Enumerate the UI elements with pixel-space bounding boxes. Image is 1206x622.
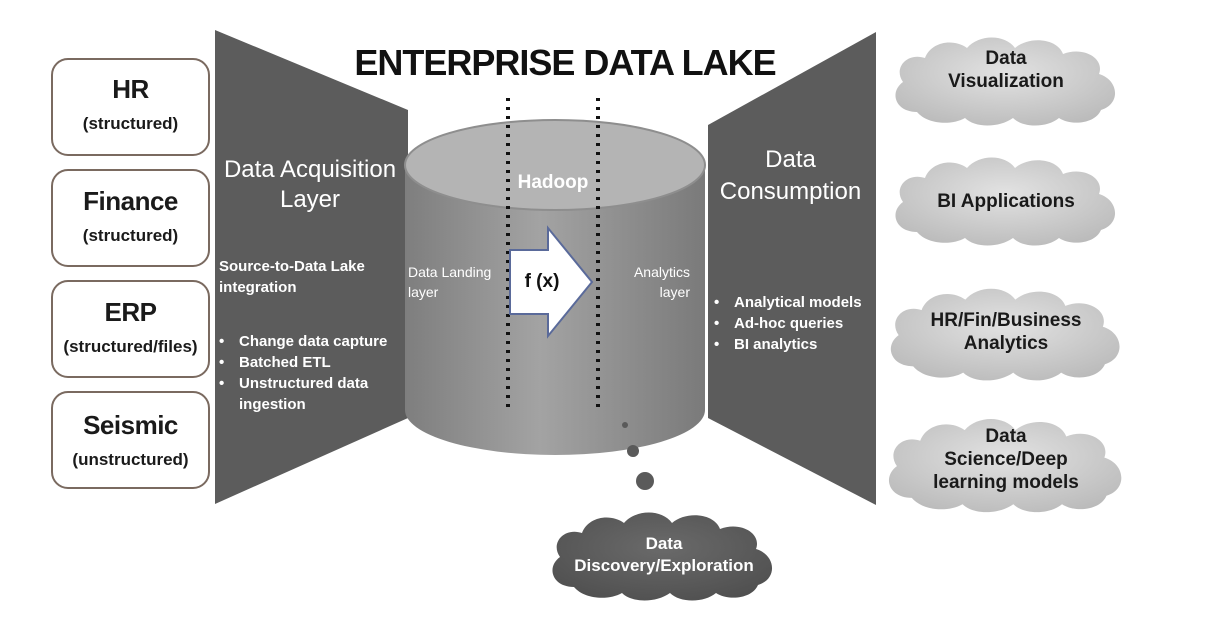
landing-layer-label: Data Landing layer	[408, 262, 491, 302]
bubble-small-icon	[622, 422, 628, 428]
source-erp-name: ERP	[104, 297, 157, 327]
consumption-title-line1: Data	[765, 146, 816, 173]
analytics-layer-label: Analytics layer	[615, 262, 690, 302]
cloud-discovery-text: Data Discovery/Exploration	[548, 533, 780, 577]
source-box-erp	[51, 280, 210, 378]
source-box-hr	[51, 58, 210, 156]
hadoop-label: Hadoop	[517, 172, 589, 193]
acquisition-bullet-change-data-capture: Change data capture	[215, 331, 387, 352]
source-box-finance	[51, 169, 210, 267]
cloud-science-line2: Science/Deep	[944, 449, 1068, 470]
landing-layer-line1: Data Landing	[408, 264, 492, 280]
consumption-title-line2: Consumption	[719, 178, 862, 205]
analytics-layer-line2: layer	[659, 284, 690, 300]
source-hr-name: HR	[112, 74, 149, 104]
consumption-bullet-analytical-models: Analytical models	[710, 292, 862, 313]
cloud-science-line3: learning models	[933, 472, 1079, 493]
cloud-visualization-line2: Visualization	[948, 71, 1064, 92]
source-seismic-name: Seismic	[83, 410, 178, 440]
source-box-seismic	[51, 391, 210, 489]
function-arrow-icon	[509, 225, 594, 339]
acquisition-intro-line1: Source-to-Data Lake	[219, 258, 365, 275]
acquisition-bullet-list: Change data capture Batched ETL Unstruct…	[215, 331, 387, 415]
function-label: f (x)	[524, 271, 560, 292]
acquisition-title-line1: Data Acquisition	[223, 156, 397, 183]
cloud-discovery-line2: Discovery/Exploration	[574, 556, 754, 575]
source-finance-type: (structured)	[82, 226, 179, 245]
source-finance-name: Finance	[83, 186, 178, 216]
acquisition-bullet-ingestion-cont: ingestion	[239, 396, 306, 413]
page-title: ENTERPRISE DATA LAKE	[354, 42, 776, 83]
consumption-bullet-adhoc-queries: Ad-hoc queries	[710, 313, 862, 334]
cloud-science-text: Data Science/Deep learning models	[890, 425, 1122, 494]
cloud-bi-text: BI Applications	[890, 190, 1122, 213]
cloud-bi-line1: BI Applications	[937, 191, 1075, 212]
cloud-analytics-line1: HR/Fin/Business	[930, 310, 1082, 331]
source-hr-type: (structured)	[82, 114, 179, 133]
cloud-visualization-text: Data Visualization	[890, 47, 1122, 93]
landing-layer-line2: layer	[408, 284, 439, 300]
cloud-analytics-text: HR/Fin/Business Analytics	[890, 309, 1122, 355]
source-seismic-type: (unstructured)	[72, 450, 189, 469]
acquisition-bullet-unstructured: Unstructured data	[215, 373, 387, 394]
consumption-panel	[708, 32, 876, 505]
cloud-science-line1: Data	[985, 426, 1027, 447]
bubble-large-icon	[636, 472, 654, 490]
acquisition-intro-line2: integration	[219, 279, 297, 296]
acquisition-intro: Source-to-Data Lake integration	[219, 256, 365, 298]
cloud-visualization-line1: Data	[985, 48, 1027, 69]
consumption-bullet-list: Analytical models Ad-hoc queries BI anal…	[710, 292, 862, 355]
analytics-layer-line1: Analytics	[633, 264, 690, 280]
source-erp-type: (structured/files)	[63, 337, 198, 356]
acquisition-bullet-batched-etl: Batched ETL	[215, 352, 387, 373]
acquisition-title-line2: Layer	[279, 186, 341, 213]
consumption-bullet-bi-analytics: BI analytics	[710, 334, 862, 355]
cloud-analytics-line2: Analytics	[963, 333, 1049, 354]
cloud-discovery-line1: Data	[645, 534, 683, 553]
bubble-medium-icon	[627, 445, 639, 457]
